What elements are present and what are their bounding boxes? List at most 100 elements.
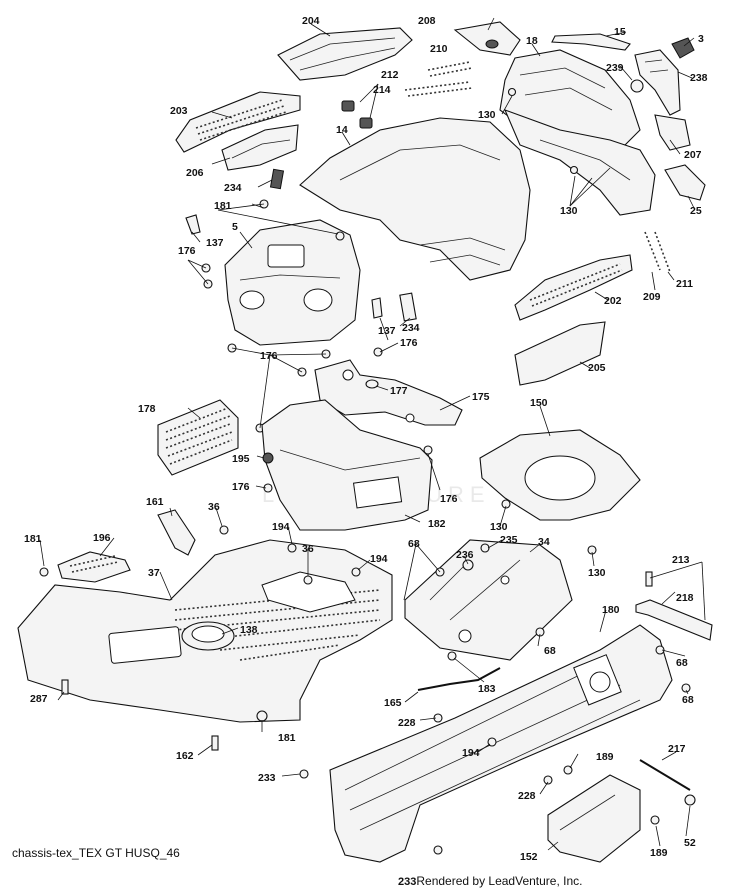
callout-130-upper: 130 [478,109,496,121]
callout-217: 217 [668,743,686,755]
callout-37: 37 [148,567,160,579]
callout-239: 239 [606,62,624,74]
part-68-bolt-d [681,683,691,693]
callout-3: 3 [698,33,704,45]
part-25-trim [664,164,706,201]
part-235-bolt [480,543,490,553]
callout-178: 178 [138,403,156,415]
callout-228-a: 228 [398,717,416,729]
callout-176-d: 176 [232,481,250,493]
callout-207: 207 [684,149,702,161]
part-34-mount-plate [404,539,573,661]
callout-205: 205 [588,362,606,374]
callout-218: 218 [676,592,694,604]
callout-233-a: 233 [258,772,276,784]
callout-130-mid: 130 [560,205,578,217]
part-161-pedal [157,509,196,556]
callout-34: 34 [538,536,550,548]
callout-208: 208 [418,15,436,27]
callout-214: 214 [373,84,391,96]
callout-176-b: 176 [400,337,418,349]
callout-labels: 204 208 15 3 18 210 239 238 212 214 130 … [24,15,708,863]
callout-68-d: 68 [682,694,694,706]
part-130-fastener-d [569,165,579,175]
callout-189-b: 189 [650,847,668,859]
callout-204: 204 [302,15,320,27]
part-194-fastener-a [287,543,297,553]
callout-235: 235 [500,534,518,546]
callout-211: 211 [676,278,693,290]
part-287-bolt [61,679,69,695]
part-206-bracket [221,124,299,171]
callout-15: 15 [614,26,626,38]
callout-183: 183 [478,683,496,695]
part-236-bushing [462,559,474,571]
part-175-steering-bracket [314,359,463,426]
part-fender-lower [503,109,656,216]
render-credit: Rendered by LeadVenture, Inc. [416,874,583,888]
callout-177: 177 [390,385,408,397]
part-208-vent [453,21,521,56]
callout-175: 175 [472,391,490,403]
part-137-bolt-upper [185,214,201,235]
callout-152: 152 [520,851,538,863]
callout-228-b: 228 [518,790,536,802]
part-213-bolt [645,571,653,587]
part-5-dash-panel [224,219,361,346]
callout-52: 52 [684,837,696,849]
part-239-knob [630,79,644,93]
callout-36-b: 36 [302,543,314,555]
leader-lines [39,17,706,851]
part-228-bolt-b [543,775,553,785]
callout-18: 18 [526,35,538,47]
part-152-shield [547,774,641,863]
callout-68-b: 68 [544,645,556,657]
part-3-emblem [671,37,695,59]
part-218-cross-plate [635,599,713,641]
callout-138: 138 [240,624,258,636]
part-234-plate-lower [399,292,417,322]
callout-36-a: 36 [208,501,220,513]
callout-195: 195 [232,453,250,465]
callout-162: 162 [176,750,194,762]
part-176-fasteners [201,263,433,493]
callout-165: 165 [384,697,402,709]
callout-212: 212 [381,69,399,81]
callout-234-lower: 234 [402,322,420,334]
callout-194-b: 194 [370,553,388,565]
callout-182: 182 [428,518,446,530]
part-15-trim-strip [551,33,631,51]
callout-181-lower: 181 [278,732,296,744]
part-165-rod [417,667,501,691]
callout-189-a: 189 [596,751,614,763]
part-233-bolt-b [433,845,443,855]
callout-181-upper: 181 [214,200,232,212]
part-211-grille [654,231,671,273]
callout-234-upper: 234 [224,182,242,194]
part-138-boot [181,621,235,651]
part-137-bolt-lower [371,297,383,319]
part-150-seat-pan [479,429,641,521]
callout-206: 206 [186,167,204,179]
part-181-fastener-b [335,231,345,241]
callout-25: 25 [690,205,702,217]
callout-202: 202 [604,295,622,307]
part-162-bolt [211,735,219,751]
part-182-dash-lower [261,399,433,531]
diagram-id: chassis-tex_TEX GT HUSQ_46 [12,846,180,860]
part-234-plate-upper [269,168,285,190]
part-36-bolt-a [219,525,229,535]
callout-238: 238 [690,72,708,84]
part-189-bolt-b [650,815,660,825]
callout-210: 210 [430,43,448,55]
callout-236: 236 [456,549,474,561]
part-178-grille-plate [157,399,239,476]
part-52-nut [684,794,696,806]
callout-180: 180 [602,604,620,616]
callout-161: 161 [146,496,164,508]
part-196-pedal-pad [57,551,131,583]
part-130-fastener-c [507,87,517,97]
callout-5: 5 [232,221,238,233]
part-207-side-piece [654,114,691,151]
